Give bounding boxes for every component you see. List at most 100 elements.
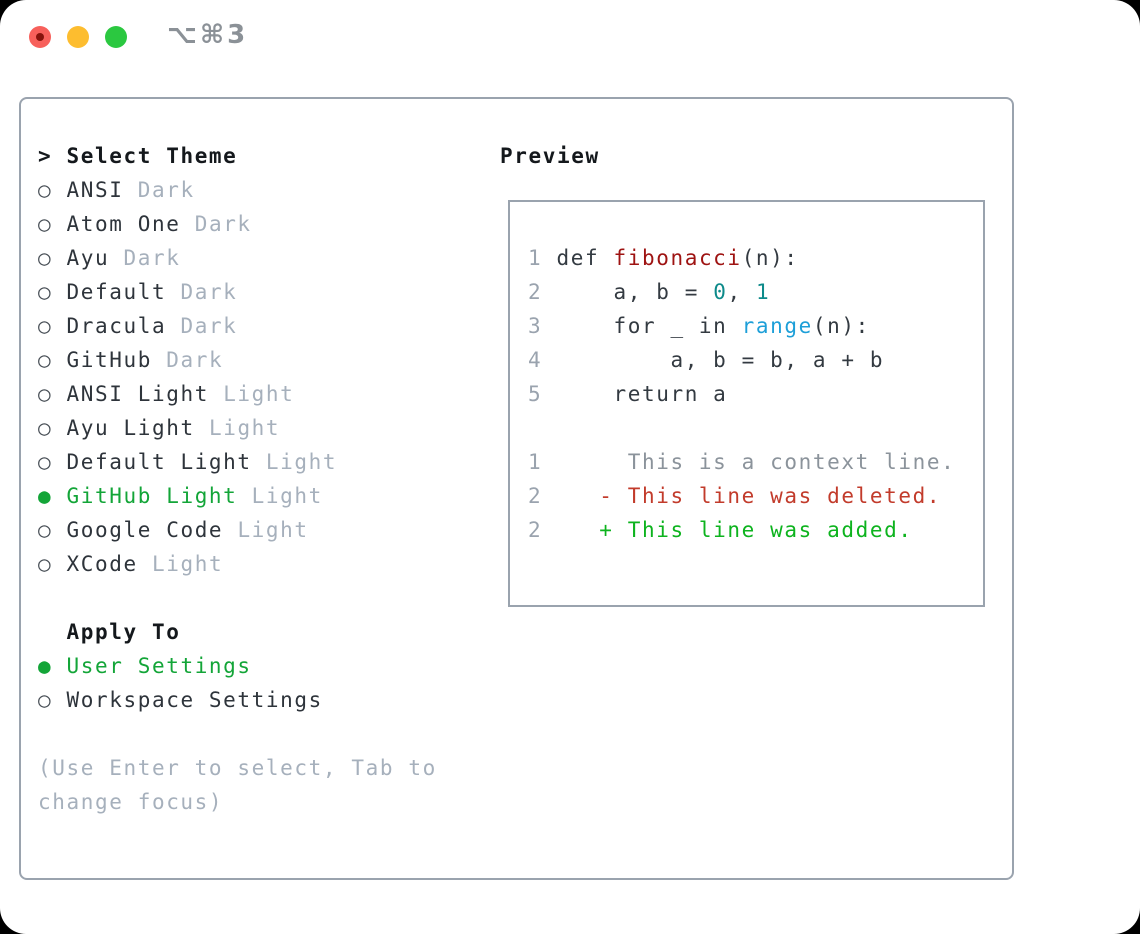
code-token-num: 0 bbox=[713, 280, 728, 304]
select-theme-heading: > Select Theme bbox=[38, 139, 472, 173]
diff-line: 2 + This line was added. bbox=[528, 513, 983, 547]
diff-line: 1 This is a context line. bbox=[528, 445, 983, 479]
apply-to-option[interactable]: ● User Settings bbox=[38, 649, 472, 683]
theme-list: ○ ANSI Dark○ Atom One Dark○ Ayu Dark○ De… bbox=[38, 173, 472, 581]
radio-icon: ○ bbox=[38, 416, 53, 440]
radio-icon: ○ bbox=[38, 314, 53, 338]
theme-option[interactable]: ○ XCode Light bbox=[38, 547, 472, 581]
theme-list-column: > Select Theme ○ ANSI Dark○ Atom One Dar… bbox=[38, 139, 472, 819]
code-token-code: for _ in bbox=[556, 314, 742, 338]
code-token-del: - This line was deleted. bbox=[556, 484, 942, 508]
theme-label: GitHub bbox=[66, 348, 152, 372]
apply-to-heading: Apply To bbox=[38, 615, 472, 649]
theme-variant-label: Light bbox=[265, 450, 338, 474]
apply-to-list: ● User Settings○ Workspace Settings bbox=[38, 649, 472, 717]
apply-to-option[interactable]: ○ Workspace Settings bbox=[38, 683, 472, 717]
theme-option[interactable]: ○ Ayu Dark bbox=[38, 241, 472, 275]
theme-variant-label: Dark bbox=[137, 178, 195, 202]
keyboard-hint: (Use Enter to select, Tab to change focu… bbox=[38, 756, 437, 814]
theme-label: Default Light bbox=[66, 450, 252, 474]
prompt-icon: > bbox=[38, 144, 53, 168]
radio-icon: ○ bbox=[38, 178, 53, 202]
blank-line bbox=[528, 411, 983, 445]
code-line: 3 for _ in range(n): bbox=[528, 309, 983, 343]
theme-option[interactable]: ○ Google Code Light bbox=[38, 513, 472, 547]
theme-variant-label: Dark bbox=[123, 246, 181, 270]
radio-icon: ○ bbox=[38, 348, 53, 372]
theme-variant-label: Dark bbox=[180, 280, 238, 304]
radio-icon: ○ bbox=[38, 246, 53, 270]
radio-selected-icon: ● bbox=[38, 654, 53, 678]
code-token-fn: fibonacci bbox=[613, 246, 742, 270]
theme-label: Default bbox=[66, 280, 167, 304]
theme-label: Google Code bbox=[66, 518, 224, 542]
line-number: 1 bbox=[528, 450, 543, 474]
theme-label: Dracula bbox=[66, 314, 167, 338]
select-theme-heading-label: Select Theme bbox=[66, 144, 238, 168]
theme-option[interactable]: ○ Ayu Light Light bbox=[38, 411, 472, 445]
theme-label: GitHub Light bbox=[66, 484, 238, 508]
theme-label: XCode bbox=[66, 552, 138, 576]
code-token-code: (n): bbox=[812, 314, 870, 338]
code-token-code: return a bbox=[556, 382, 728, 406]
apply-to-label: User Settings bbox=[66, 654, 252, 678]
code-token-ctx: This is a context line. bbox=[556, 450, 956, 474]
theme-label: ANSI bbox=[66, 178, 124, 202]
apply-to-label: Workspace Settings bbox=[66, 688, 323, 712]
theme-option[interactable]: ○ Default Light Light bbox=[38, 445, 472, 479]
line-number: 1 bbox=[528, 246, 543, 270]
radio-selected-icon: ● bbox=[38, 484, 53, 508]
theme-variant-label: Light bbox=[208, 416, 281, 440]
radio-icon: ○ bbox=[38, 518, 53, 542]
theme-variant-label: Light bbox=[237, 518, 309, 542]
code-token-code: (n): bbox=[741, 246, 799, 270]
theme-variant-label: Dark bbox=[194, 212, 252, 236]
line-number: 5 bbox=[528, 382, 543, 406]
radio-icon: ○ bbox=[38, 450, 53, 474]
theme-label: Ayu Light bbox=[66, 416, 195, 440]
theme-variant-label: Light bbox=[151, 552, 224, 576]
theme-variant-label: Light bbox=[251, 484, 323, 508]
theme-variant-label: Light bbox=[223, 382, 295, 406]
theme-selector-panel: > Select Theme ○ ANSI Dark○ Atom One Dar… bbox=[19, 97, 1014, 880]
code-token-num: 1 bbox=[755, 280, 771, 304]
line-number: 2 bbox=[528, 518, 543, 542]
close-button[interactable] bbox=[29, 26, 51, 48]
code-token-code: def bbox=[556, 246, 614, 270]
theme-label: Ayu bbox=[66, 246, 110, 270]
theme-option[interactable]: ○ Dracula Dark bbox=[38, 309, 472, 343]
theme-option[interactable]: ○ ANSI Light Light bbox=[38, 377, 472, 411]
line-number: 2 bbox=[528, 484, 543, 508]
theme-option[interactable]: ○ GitHub Dark bbox=[38, 343, 472, 377]
theme-option[interactable]: ○ Default Dark bbox=[38, 275, 472, 309]
radio-icon: ○ bbox=[38, 552, 53, 576]
radio-icon: ○ bbox=[38, 688, 53, 712]
code-token-code: , bbox=[727, 280, 756, 304]
radio-icon: ○ bbox=[38, 212, 53, 236]
code-line: 5 return a bbox=[528, 377, 983, 411]
spacer bbox=[38, 717, 472, 751]
radio-icon: ○ bbox=[38, 280, 53, 304]
theme-option[interactable]: ○ ANSI Dark bbox=[38, 173, 472, 207]
line-number: 2 bbox=[528, 280, 543, 304]
spacer bbox=[38, 581, 472, 615]
line-number: 3 bbox=[528, 314, 543, 338]
code-line: 1 def fibonacci(n): bbox=[528, 241, 983, 275]
theme-variant-label: Dark bbox=[180, 314, 238, 338]
apply-to-heading-label: Apply To bbox=[66, 620, 181, 644]
close-dot-icon bbox=[36, 33, 44, 41]
radio-icon: ○ bbox=[38, 382, 53, 406]
code-token-add: + This line was added. bbox=[556, 518, 913, 542]
zoom-button[interactable] bbox=[105, 26, 127, 48]
theme-variant-label: Dark bbox=[166, 348, 224, 372]
code-line: 2 a, b = 0, 1 bbox=[528, 275, 983, 309]
theme-label: ANSI Light bbox=[66, 382, 209, 406]
window-title: ⌥⌘3 bbox=[167, 20, 249, 50]
theme-option[interactable]: ○ Atom One Dark bbox=[38, 207, 472, 241]
code-token-code: a, b = bbox=[556, 280, 714, 304]
theme-option[interactable]: ● GitHub Light Light bbox=[38, 479, 472, 513]
minimize-button[interactable] bbox=[67, 26, 89, 48]
titlebar bbox=[29, 26, 127, 48]
